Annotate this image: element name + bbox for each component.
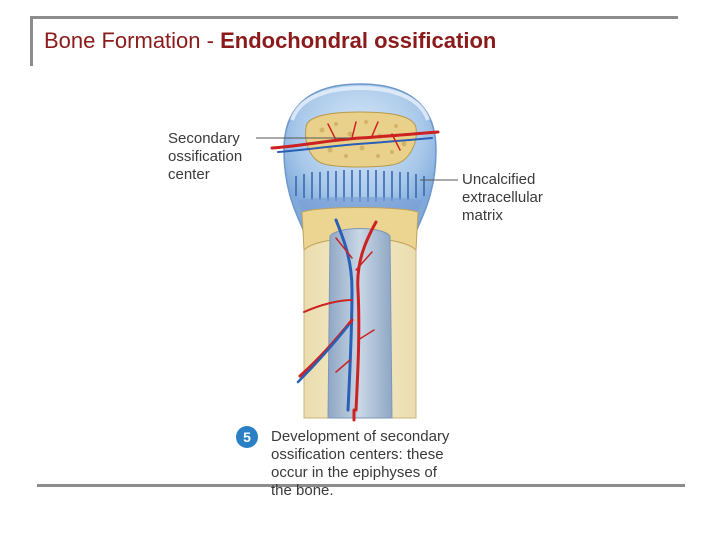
epiphyseal-artery <box>270 130 440 150</box>
label-line: Uncalcified <box>462 171 536 188</box>
caption-line: the bone. <box>271 482 334 499</box>
title-rule-top <box>30 16 678 19</box>
spongy-bone-texture <box>319 120 407 158</box>
label-line: matrix <box>462 207 503 224</box>
label-line: extracellular <box>462 189 543 206</box>
epiphyseal-vein <box>277 137 433 153</box>
label-line: ossification <box>168 148 243 165</box>
caption-line: Development of secondary <box>271 428 450 445</box>
label-secondary-ossification-center: Secondary ossification center <box>168 130 242 184</box>
footer-rule <box>37 484 685 487</box>
title-plain: Bone Formation - <box>44 28 221 53</box>
label-uncalcified-matrix: Uncalcified extracellular matrix <box>462 171 543 225</box>
title-rule-left <box>30 16 33 66</box>
nutrient-vein <box>334 218 354 412</box>
growth-plate <box>295 170 425 202</box>
label-line: Secondary <box>168 130 240 147</box>
label-line: center <box>168 166 210 183</box>
caption-line: ossification centers: these <box>271 446 444 463</box>
articular-surface <box>290 85 430 121</box>
step-caption: Development of secondary ossification ce… <box>271 428 449 500</box>
title-bold: Endochondral ossification <box>220 28 497 53</box>
nutrient-artery <box>354 220 378 412</box>
secondary-ossification-center <box>305 111 417 168</box>
step-number-badge: 5 <box>236 426 258 448</box>
slide-title: Bone Formation - Endochondral ossificati… <box>44 28 496 54</box>
caption-line: occur in the epiphyses of <box>271 464 437 481</box>
blood-vessels <box>270 121 440 422</box>
